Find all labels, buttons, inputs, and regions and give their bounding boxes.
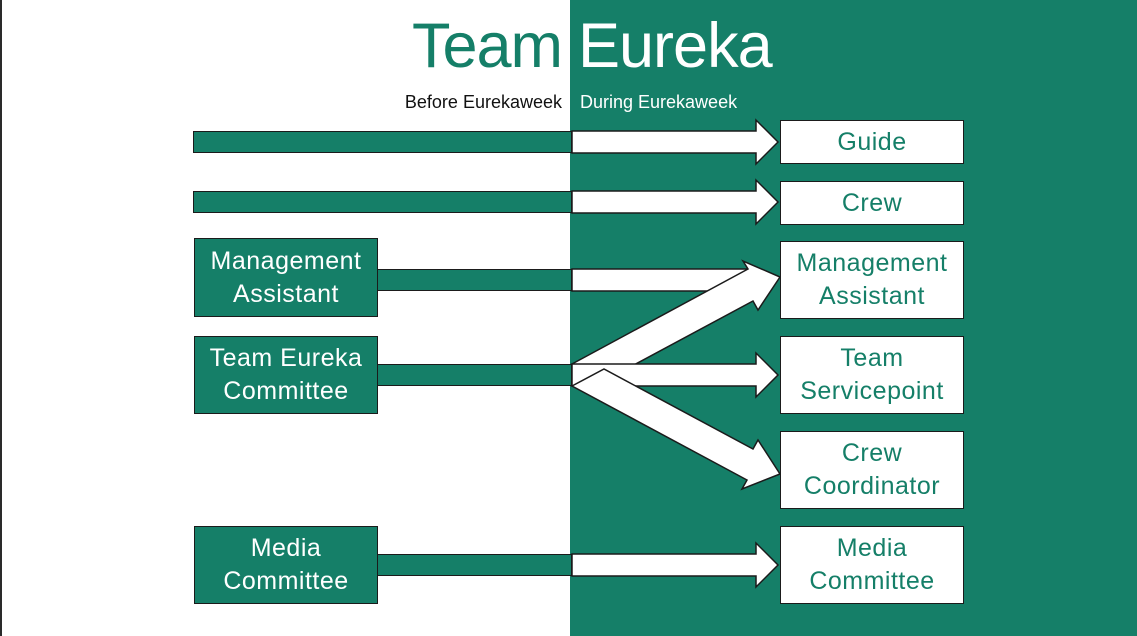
destination-box-text: Assistant <box>819 282 925 310</box>
source-box-text: Team Eureka <box>209 344 363 372</box>
source-box-text: Committee <box>223 377 349 405</box>
flow-arrow-media-committee <box>571 541 780 589</box>
destination-box-text: Team <box>840 344 904 372</box>
destination-box-text: Committee <box>809 567 935 595</box>
source-box-text: Committee <box>223 567 349 595</box>
flow-arrow-crew-coordinator <box>570 368 782 491</box>
destination-box-text: Management <box>796 249 948 277</box>
destination-box-crew: Crew <box>780 181 964 225</box>
flow-arrow-crew <box>571 178 780 226</box>
phase-label-before: Before Eurekaweek <box>404 92 562 112</box>
destination-box-guide: Guide <box>780 120 964 164</box>
destination-box-text: Coordinator <box>803 472 941 500</box>
title-right-word: Eureka <box>578 11 773 81</box>
destination-box-text: Crew <box>841 439 903 467</box>
source-box-text: Assistant <box>233 279 339 308</box>
flow-arrow-guide <box>571 118 780 166</box>
destination-box-text: Media <box>836 534 908 562</box>
destination-box-text: Guide <box>837 127 907 156</box>
destination-box-text: Crew <box>841 188 903 217</box>
destination-box-text: Servicepoint <box>800 377 944 405</box>
title-left-word: Team <box>411 11 563 81</box>
source-box-text: Management <box>210 246 362 275</box>
source-box-text: Media <box>250 534 322 562</box>
phase-label-during: During Eurekaweek <box>580 92 738 112</box>
